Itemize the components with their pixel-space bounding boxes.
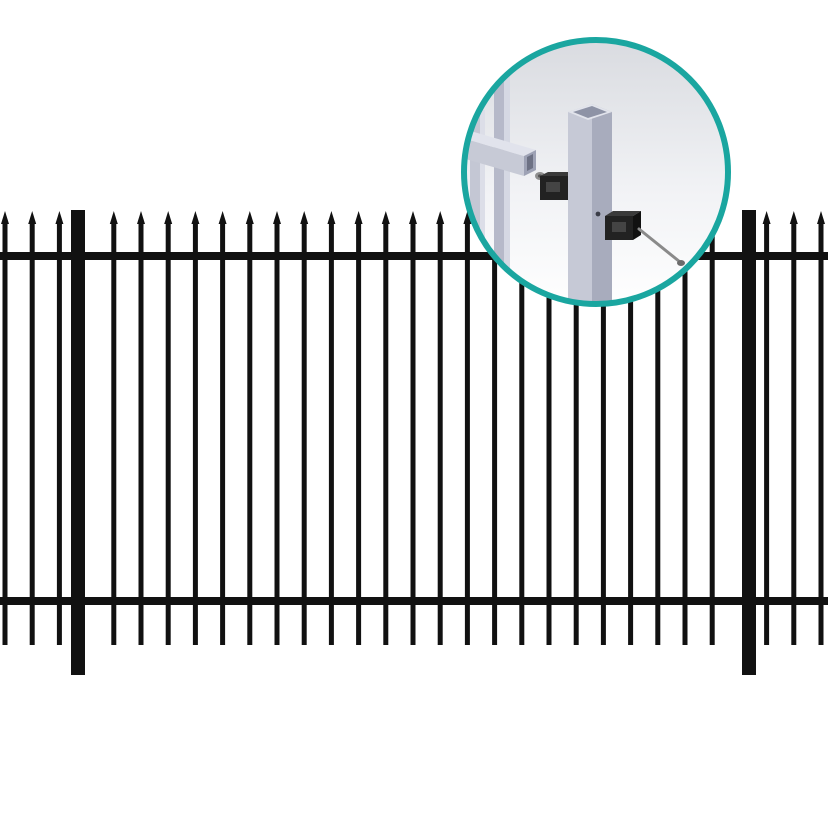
picket-spike <box>191 211 200 224</box>
picket-spike <box>327 211 336 224</box>
fence-pickets <box>1 211 825 645</box>
fence-picket <box>628 222 634 645</box>
picket-spike <box>817 211 825 224</box>
fence-picket <box>818 222 824 645</box>
fence-picket <box>383 222 389 645</box>
fence-post-left <box>71 210 85 675</box>
rail-end <box>466 132 536 176</box>
fence-picket <box>519 222 525 645</box>
fence-picket <box>165 222 171 645</box>
top-rail <box>0 252 828 260</box>
fence-picket <box>192 222 198 645</box>
fence-picket <box>682 222 688 645</box>
fence-picket <box>274 222 280 645</box>
fence-picket <box>56 222 62 645</box>
picket-spike <box>381 211 390 224</box>
fence-picket <box>138 222 144 645</box>
fence-picket <box>492 222 498 645</box>
bracket-right <box>605 211 641 240</box>
picket-spike <box>436 211 445 224</box>
picket-spike <box>164 211 173 224</box>
picket-spike <box>55 211 64 224</box>
fence-picket <box>573 222 579 645</box>
fence <box>0 210 828 675</box>
fence-picket <box>437 222 443 645</box>
fence-picket <box>356 222 362 645</box>
picket-spike <box>354 211 363 224</box>
picket-spike <box>762 211 771 224</box>
post <box>568 104 612 302</box>
bolt <box>637 227 685 266</box>
fence-picket <box>655 222 661 645</box>
picket-spike <box>218 211 227 224</box>
picket-spike <box>137 211 145 224</box>
fence-post-right <box>742 210 756 675</box>
picket-spike <box>409 211 417 224</box>
panel-frame <box>470 42 510 302</box>
picket-spike <box>273 211 281 224</box>
fence-picket <box>111 222 117 645</box>
fence-picket <box>410 222 416 645</box>
bottom-rail <box>0 597 828 605</box>
inset-ring <box>461 37 731 307</box>
fence-picket <box>600 222 606 645</box>
fence-picket <box>546 222 552 645</box>
fence-picket <box>709 222 715 645</box>
picket-spike <box>245 211 254 224</box>
fence-picket <box>328 222 334 645</box>
picket-spike <box>463 211 472 224</box>
fence-picket <box>2 222 8 645</box>
fence-picket <box>29 222 35 645</box>
picket-spike <box>109 211 118 224</box>
fence-picket <box>220 222 226 645</box>
fence-picket <box>301 222 307 645</box>
post-bracket-detail-inset <box>461 37 731 307</box>
fence-picket <box>764 222 770 645</box>
fence-picket <box>464 222 470 645</box>
picket-spike <box>789 211 798 224</box>
picket-spike <box>300 211 309 224</box>
fence-picket <box>791 222 797 645</box>
picket-spike <box>1 211 9 224</box>
picket-spike <box>28 211 37 224</box>
fence-picket <box>247 222 253 645</box>
